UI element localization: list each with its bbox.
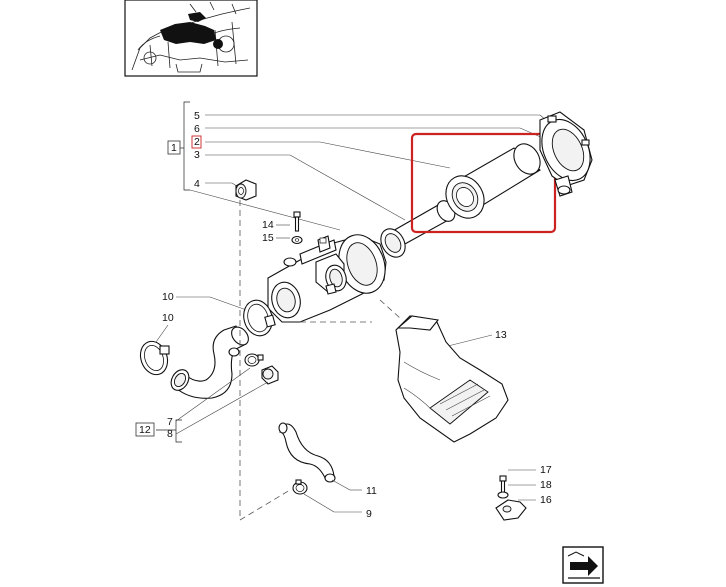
part-3-inner-filter[interactable] (376, 197, 458, 261)
part-14-screw[interactable] (293, 211, 301, 232)
callout-9[interactable]: 9 (366, 508, 372, 520)
callout-18[interactable]: 18 (540, 479, 552, 491)
callout-16[interactable]: 16 (540, 494, 552, 506)
callout-6[interactable]: 6 (194, 123, 200, 135)
callout-11[interactable]: 11 (366, 485, 377, 497)
callout-8[interactable]: 8 (167, 428, 173, 440)
next-page-arrow-icon[interactable] (562, 546, 604, 584)
part-17-screw[interactable] (499, 475, 507, 495)
part-7-elbow-hose[interactable] (168, 324, 252, 399)
callout-3[interactable]: 3 (194, 149, 200, 161)
group-bracket-1 (167, 101, 190, 191)
part-18-washer[interactable] (497, 491, 509, 499)
callout-5[interactable]: 5 (194, 110, 200, 122)
part-15-washer[interactable] (291, 235, 303, 245)
callout-4[interactable]: 4 (194, 178, 200, 190)
part-10-clamp-lower[interactable] (136, 338, 172, 379)
callout-12[interactable]: 12 (139, 424, 151, 436)
callout-13[interactable]: 13 (495, 329, 507, 341)
callout-14[interactable]: 14 (262, 219, 274, 231)
callout-10-upper[interactable]: 10 (162, 291, 174, 303)
part-8-small-clamp[interactable] (244, 353, 264, 367)
callout-7[interactable]: 7 (167, 416, 173, 428)
callout-2-highlight-box (191, 135, 202, 149)
part-8-cap[interactable] (261, 365, 279, 385)
callout-15[interactable]: 15 (262, 232, 274, 244)
highlight-box-part-2 (410, 132, 557, 234)
part-9-hose-clip[interactable] (292, 479, 308, 495)
callout-10-lower[interactable]: 10 (162, 312, 174, 324)
part-5-end-cover[interactable] (533, 111, 600, 197)
callout-17[interactable]: 17 (540, 464, 552, 476)
part-13-intake-duct[interactable] (395, 315, 509, 443)
part-6-clip[interactable] (547, 115, 590, 146)
locator-thumbnail[interactable] (124, 0, 258, 77)
group-bracket-12 (135, 419, 182, 443)
callout-1[interactable]: 1 (171, 142, 177, 154)
assembly-guide-lines (239, 200, 401, 521)
part-11-small-hose[interactable] (278, 422, 336, 483)
part-16-bracket[interactable] (495, 499, 527, 521)
part-4-bush[interactable] (235, 179, 257, 201)
part-2-filter-element[interactable] (438, 139, 545, 225)
air-filter-housing[interactable] (267, 228, 393, 323)
callout-2[interactable]: 2 (194, 136, 200, 148)
part-10-clamp-upper[interactable] (240, 297, 276, 339)
